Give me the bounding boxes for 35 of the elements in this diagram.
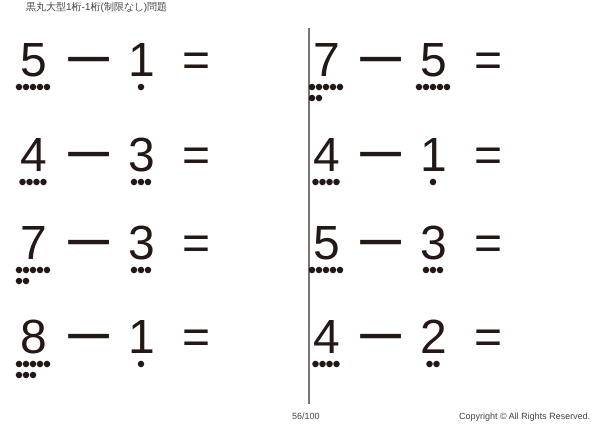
minus-sign: − xyxy=(356,306,406,366)
equals-sign: = xyxy=(474,314,502,362)
number-text: 3 xyxy=(128,132,155,180)
number-text: 8 xyxy=(20,314,47,362)
equals-sign: = xyxy=(474,220,502,268)
number-text: 1 xyxy=(128,36,155,85)
number-text: 5 xyxy=(20,36,47,85)
equals-sign: = xyxy=(474,132,502,180)
number-text: 4 xyxy=(20,132,47,180)
minus-sign: − xyxy=(356,28,406,89)
minus-sign: − xyxy=(64,124,114,184)
number-text: 2 xyxy=(420,314,447,362)
equals-sign: = xyxy=(182,314,210,362)
number-text: 4 xyxy=(313,132,340,180)
number-text: 3 xyxy=(420,220,447,268)
minus-sign: − xyxy=(64,306,114,366)
number-text: 3 xyxy=(128,220,155,268)
number-text: 1 xyxy=(420,132,447,180)
number-text: 5 xyxy=(313,220,340,268)
minus-sign: − xyxy=(356,124,406,184)
equals-sign: = xyxy=(182,220,210,268)
minus-sign: − xyxy=(64,212,114,272)
number-text: 7 xyxy=(20,220,47,268)
minus-sign: − xyxy=(356,212,406,272)
page-number: 56/100 xyxy=(292,412,320,421)
equals-sign: = xyxy=(474,36,502,85)
equals-sign: = xyxy=(182,36,210,85)
number-text: 4 xyxy=(313,314,340,362)
minus-sign: − xyxy=(64,28,114,89)
number-text: 5 xyxy=(420,36,447,85)
copyright-text: Copyright © All Rights Reserved. xyxy=(459,412,590,421)
number-text: 1 xyxy=(128,314,155,362)
header-text: 黒丸大型1桁-1桁(制限なし)問題 xyxy=(26,3,168,13)
number-text: 7 xyxy=(313,36,340,85)
equals-sign: = xyxy=(182,132,210,180)
